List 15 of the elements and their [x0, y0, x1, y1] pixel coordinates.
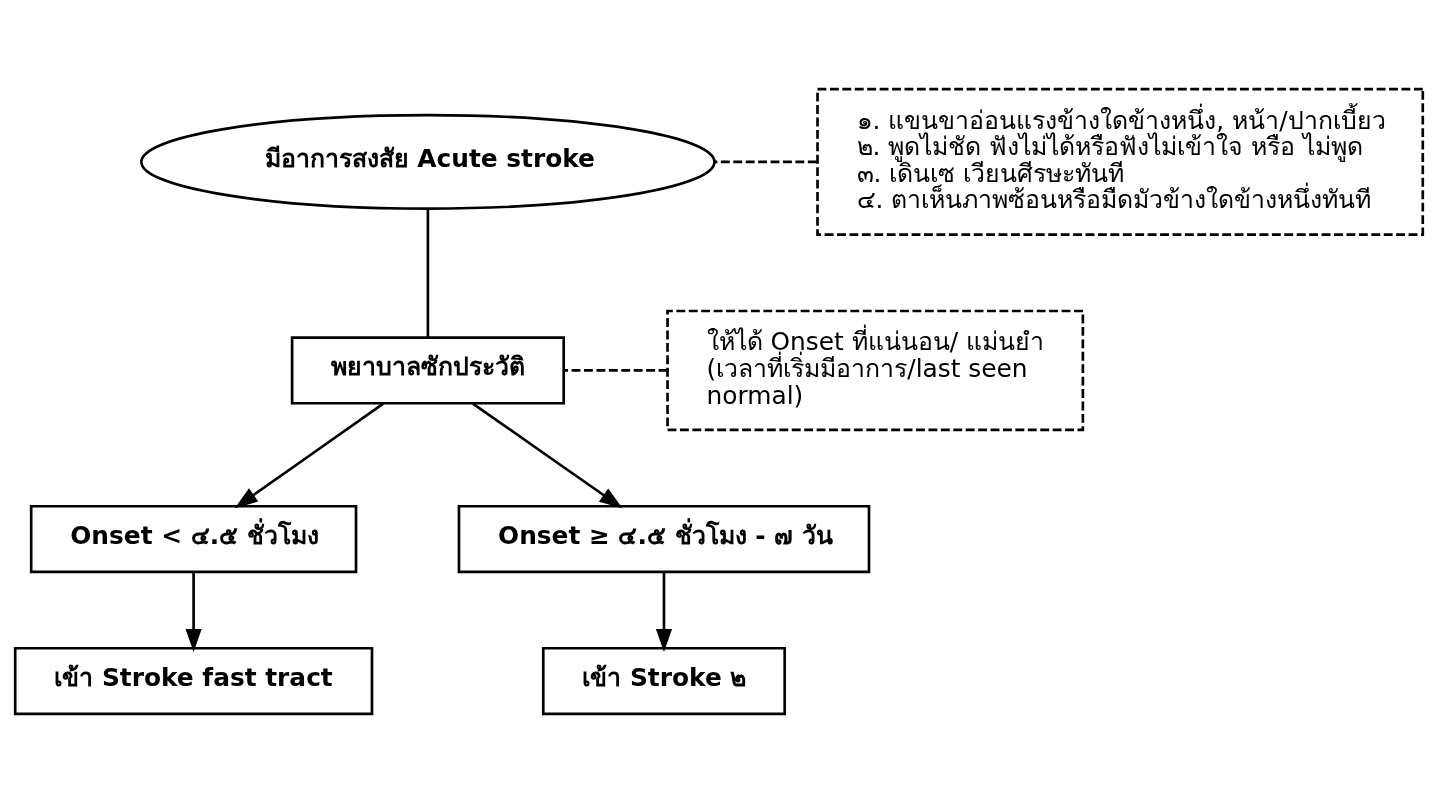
node-box: Onset ≥ ๔.๕ ชั่วโมง - ๗ วัน	[457, 504, 871, 573]
connector	[426, 208, 430, 337]
node-box: เข้า Stroke ๒	[541, 646, 786, 715]
node-box: เข้า Stroke fast tract	[13, 646, 374, 715]
node-box: ให้ได้ Onset ที่แน่นอน/ แม่นยำ (เวลาที่เริ่มมีอาการ/last seen normal)	[666, 309, 1085, 431]
arrow	[234, 402, 385, 508]
connector	[714, 160, 817, 163]
arrow	[185, 571, 202, 652]
connector	[564, 368, 668, 372]
node-box: ๑. แขนขาอ่อนแรงข้างใดข้างหนึ่ง, หน้า/ปากเบี้ยว ๒. พูดไม่ชัด ฟังไม่ได้หรือฟังไม่เข้าใจ หรือ ไม่พูด ๓. เดินเซ เวียนศีรษะทันที ๔. ตาเห็นภาพซ้อนหรือมืดมัวข้างใดข้างหนึ่งทันที	[816, 87, 1425, 236]
node-ellipse: มีอาการสงสัย Acute stroke	[140, 113, 716, 210]
arrow	[472, 402, 623, 508]
node-box: พยาบาลซักประวัติ	[290, 335, 566, 405]
node-box: Onset < ๔.๕ ชั่วโมง	[29, 504, 358, 573]
arrow	[655, 571, 673, 652]
